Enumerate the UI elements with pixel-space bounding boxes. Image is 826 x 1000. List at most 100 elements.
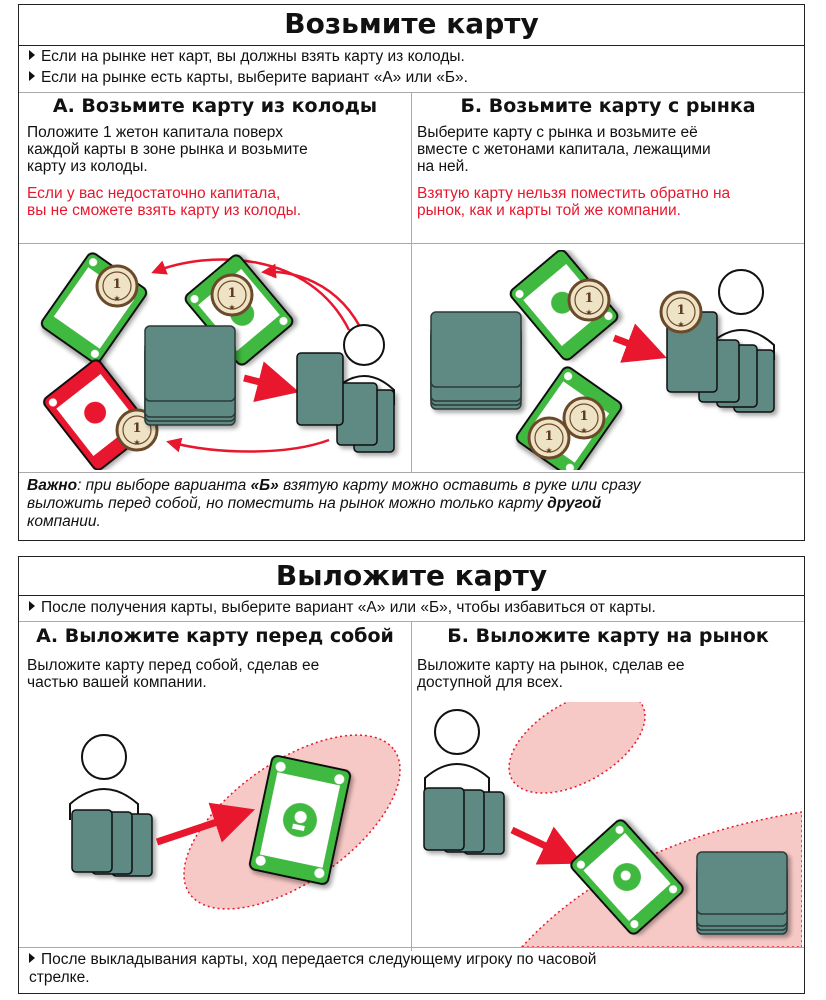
played-card-green [570, 819, 684, 935]
text-line: Если у вас недостаточно капитала, [27, 185, 281, 202]
token-star-icon: ★ [677, 320, 684, 329]
note-text: взятую карту можно оставить в руке или с… [278, 477, 641, 494]
player-figure [424, 709, 490, 792]
text-line: вместе с жетонами капитала, лежащими [417, 141, 711, 158]
play-card-panel: Выложите карту После получения карты, вы… [18, 556, 805, 994]
market-card-green [509, 250, 619, 361]
token-star-icon: ★ [580, 426, 587, 435]
play-card-title: Выложите карту [275, 559, 548, 592]
option-b-text: Выложите карту на рынок, сделав ее досту… [417, 657, 685, 691]
played-card-green [248, 755, 352, 885]
divider [19, 947, 804, 948]
option-a-text: Положите 1 жетон капитала поверх каждой … [27, 124, 308, 175]
market-zone [508, 702, 646, 794]
text-line: Выложите карту перед собой, сделав ее [27, 657, 320, 674]
option-a-text: Выложите карту перед собой, сделав ее ча… [27, 657, 319, 691]
bullet-arrow-icon [29, 50, 35, 60]
take-from-deck-illustration: 1 ★ 1 ★ 1 ★ [40, 252, 395, 470]
token-value: 1 [112, 277, 121, 292]
capital-token: 1 ★ [567, 278, 611, 322]
text-line: Выложите карту на рынок, сделав ее [417, 657, 685, 674]
bullet-item: После получения карты, выберите вариант … [29, 599, 656, 617]
text-line: доступной для всех. [417, 674, 563, 691]
option-b-warning: Взятую карту нельзя поместить обратно на… [417, 185, 730, 219]
capital-token: 1 ★ [562, 396, 606, 440]
bullet-text: После получения карты, выберите вариант … [41, 599, 656, 616]
divider [19, 45, 804, 46]
note-option: «Б» [250, 477, 279, 494]
option-a-heading: А. Выложите карту перед собой [36, 625, 394, 647]
draw-deck [430, 311, 522, 410]
note-text: компании. [27, 513, 101, 530]
token-star-icon: ★ [133, 438, 140, 447]
play-to-market-illustration [423, 702, 802, 947]
take-arrow [612, 323, 667, 363]
take-card-title: Возьмите карту [284, 7, 539, 40]
bullet-item: Если на рынке нет карт, вы должны взять … [29, 48, 465, 66]
text-line: Положите 1 жетон капитала поверх [27, 124, 283, 141]
footer-text: После выкладывания карты, ход передается… [41, 951, 597, 968]
token-star-icon: ★ [113, 294, 120, 303]
take-arrow [243, 361, 300, 403]
footer-note: После выкладывания карты, ход передается… [29, 951, 596, 987]
play-arrow [155, 802, 255, 846]
token-value: 1 [544, 429, 553, 444]
token-star-icon: ★ [585, 308, 592, 317]
player-hand [71, 809, 153, 877]
take-from-market-illustration: 1 ★ 1 ★ 1 ★ 1 ★ [430, 250, 775, 470]
important-note: Важно: при выборе варианта «Б» взятую ка… [27, 477, 797, 531]
return-arrow [261, 263, 366, 336]
note-text: выложить перед собой, но поместить на ры… [27, 495, 548, 512]
note-emphasis: другой [547, 495, 602, 512]
option-b-heading: Б. Возьмите карту с рынка [460, 95, 756, 117]
text-line: на ней. [417, 158, 469, 175]
option-a-warning: Если у вас недостаточно капитала, вы не … [27, 185, 301, 219]
player-hand [423, 787, 505, 855]
option-a-heading: А. Возьмите карту из колоды [52, 95, 378, 117]
bullet-text: Если на рынке нет карт, вы должны взять … [41, 48, 465, 65]
text-line: каждой карты в зоне рынка и возьмите [27, 141, 308, 158]
bullet-arrow-icon [29, 953, 35, 963]
capital-token: 1 ★ [95, 264, 139, 308]
return-arrow [166, 437, 330, 453]
play-arrow [510, 826, 583, 865]
token-value: 1 [132, 421, 141, 436]
bullet-text: Если на рынке есть карты, выберите вариа… [41, 69, 468, 86]
capital-token: 1 ★ [115, 408, 159, 452]
divider [19, 472, 804, 473]
draw-deck [144, 325, 236, 426]
option-b-heading: Б. Выложите карту на рынок [447, 625, 769, 647]
capital-token: 1 ★ [659, 290, 703, 334]
text-line: частью вашей компании. [27, 674, 207, 691]
bullet-arrow-icon [29, 71, 35, 81]
token-star-icon: ★ [545, 446, 552, 455]
bullet-arrow-icon [29, 601, 35, 611]
text-line: Взятую карту нельзя поместить обратно на [417, 185, 731, 202]
divider [19, 243, 804, 244]
bullet-item: Если на рынке есть карты, выберите вариа… [29, 69, 468, 87]
token-value: 1 [579, 409, 588, 424]
column-divider [411, 621, 412, 951]
draw-deck [696, 851, 788, 935]
footer-text: стрелке. [29, 969, 90, 986]
text-line: карту из колоды. [27, 158, 148, 175]
player-figure [69, 734, 139, 820]
token-value: 1 [227, 286, 236, 301]
token-value: 1 [584, 291, 593, 306]
column-divider [411, 92, 412, 472]
note-lead: Важно [27, 477, 78, 494]
token-star-icon: ★ [228, 303, 235, 312]
note-text: : при выборе варианта [77, 477, 251, 494]
text-line: Выберите карту с рынка и возьмите её [417, 124, 698, 141]
option-b-text: Выберите карту с рынка и возьмите её вме… [417, 124, 711, 175]
capital-token: 1 ★ [210, 273, 254, 317]
capital-token: 1 ★ [527, 416, 571, 460]
return-arrow [151, 258, 351, 331]
play-to-company-illustration [69, 734, 401, 910]
text-line: вы не сможете взять карту из колоды. [27, 202, 302, 219]
take-card-panel: Возьмите карту Если на рынке нет карт, в… [18, 4, 805, 541]
token-value: 1 [676, 303, 685, 318]
text-line: рынок, как и карты той же компании. [417, 202, 681, 219]
market-card-green [40, 252, 148, 364]
player-hand [296, 352, 395, 453]
